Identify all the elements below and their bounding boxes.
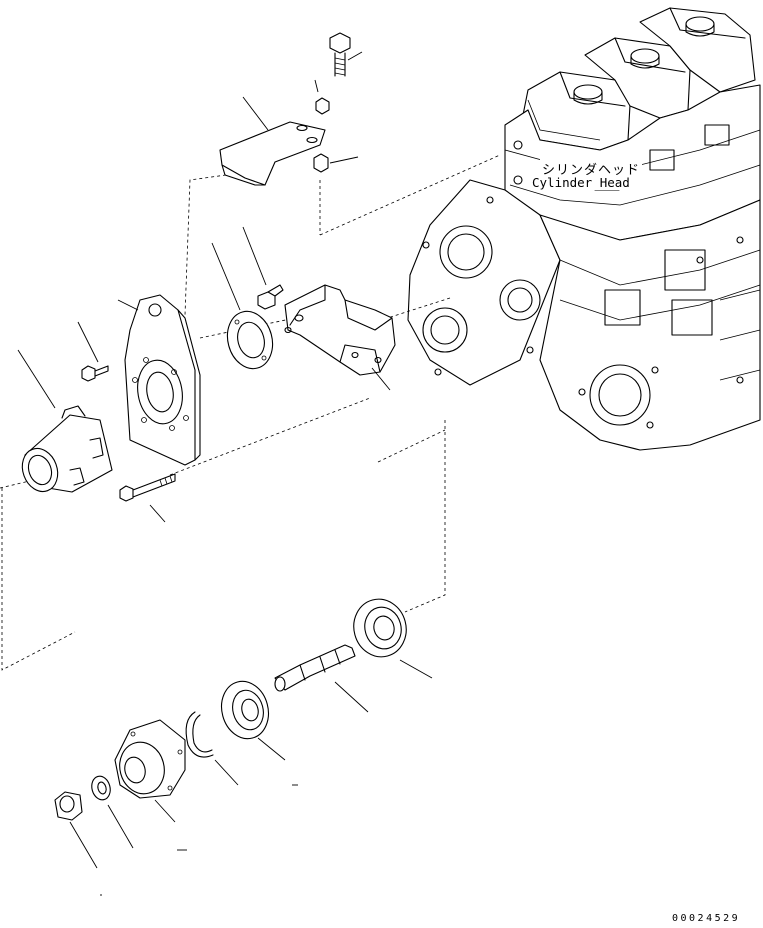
nut-lower <box>313 153 359 173</box>
bolt-small <box>77 321 109 382</box>
stud-bolt <box>242 226 284 310</box>
pump-housing <box>17 349 113 493</box>
cylinder-head-label-jp: シリンダヘッド <box>540 159 643 178</box>
flange-plate <box>117 294 201 466</box>
bolt-top <box>329 32 363 77</box>
snap-ring <box>185 711 239 786</box>
bearing-left <box>221 680 298 786</box>
cylinder-head-label-en: Cylinder Head <box>530 175 632 190</box>
alignment-lines <box>0 154 501 671</box>
nut <box>54 791 102 896</box>
document-number: 00024529 <box>672 913 741 924</box>
pump-bracket <box>284 284 396 391</box>
washer <box>91 775 134 849</box>
cover <box>114 719 187 851</box>
bracket-plate <box>219 96 326 186</box>
gasket <box>211 242 274 370</box>
bolt-long <box>119 473 176 523</box>
shaft <box>274 644 369 713</box>
nut-upper <box>314 79 330 115</box>
bearing-right <box>353 598 433 679</box>
rocker-cover-3 <box>639 7 756 93</box>
engine-block <box>407 7 761 451</box>
